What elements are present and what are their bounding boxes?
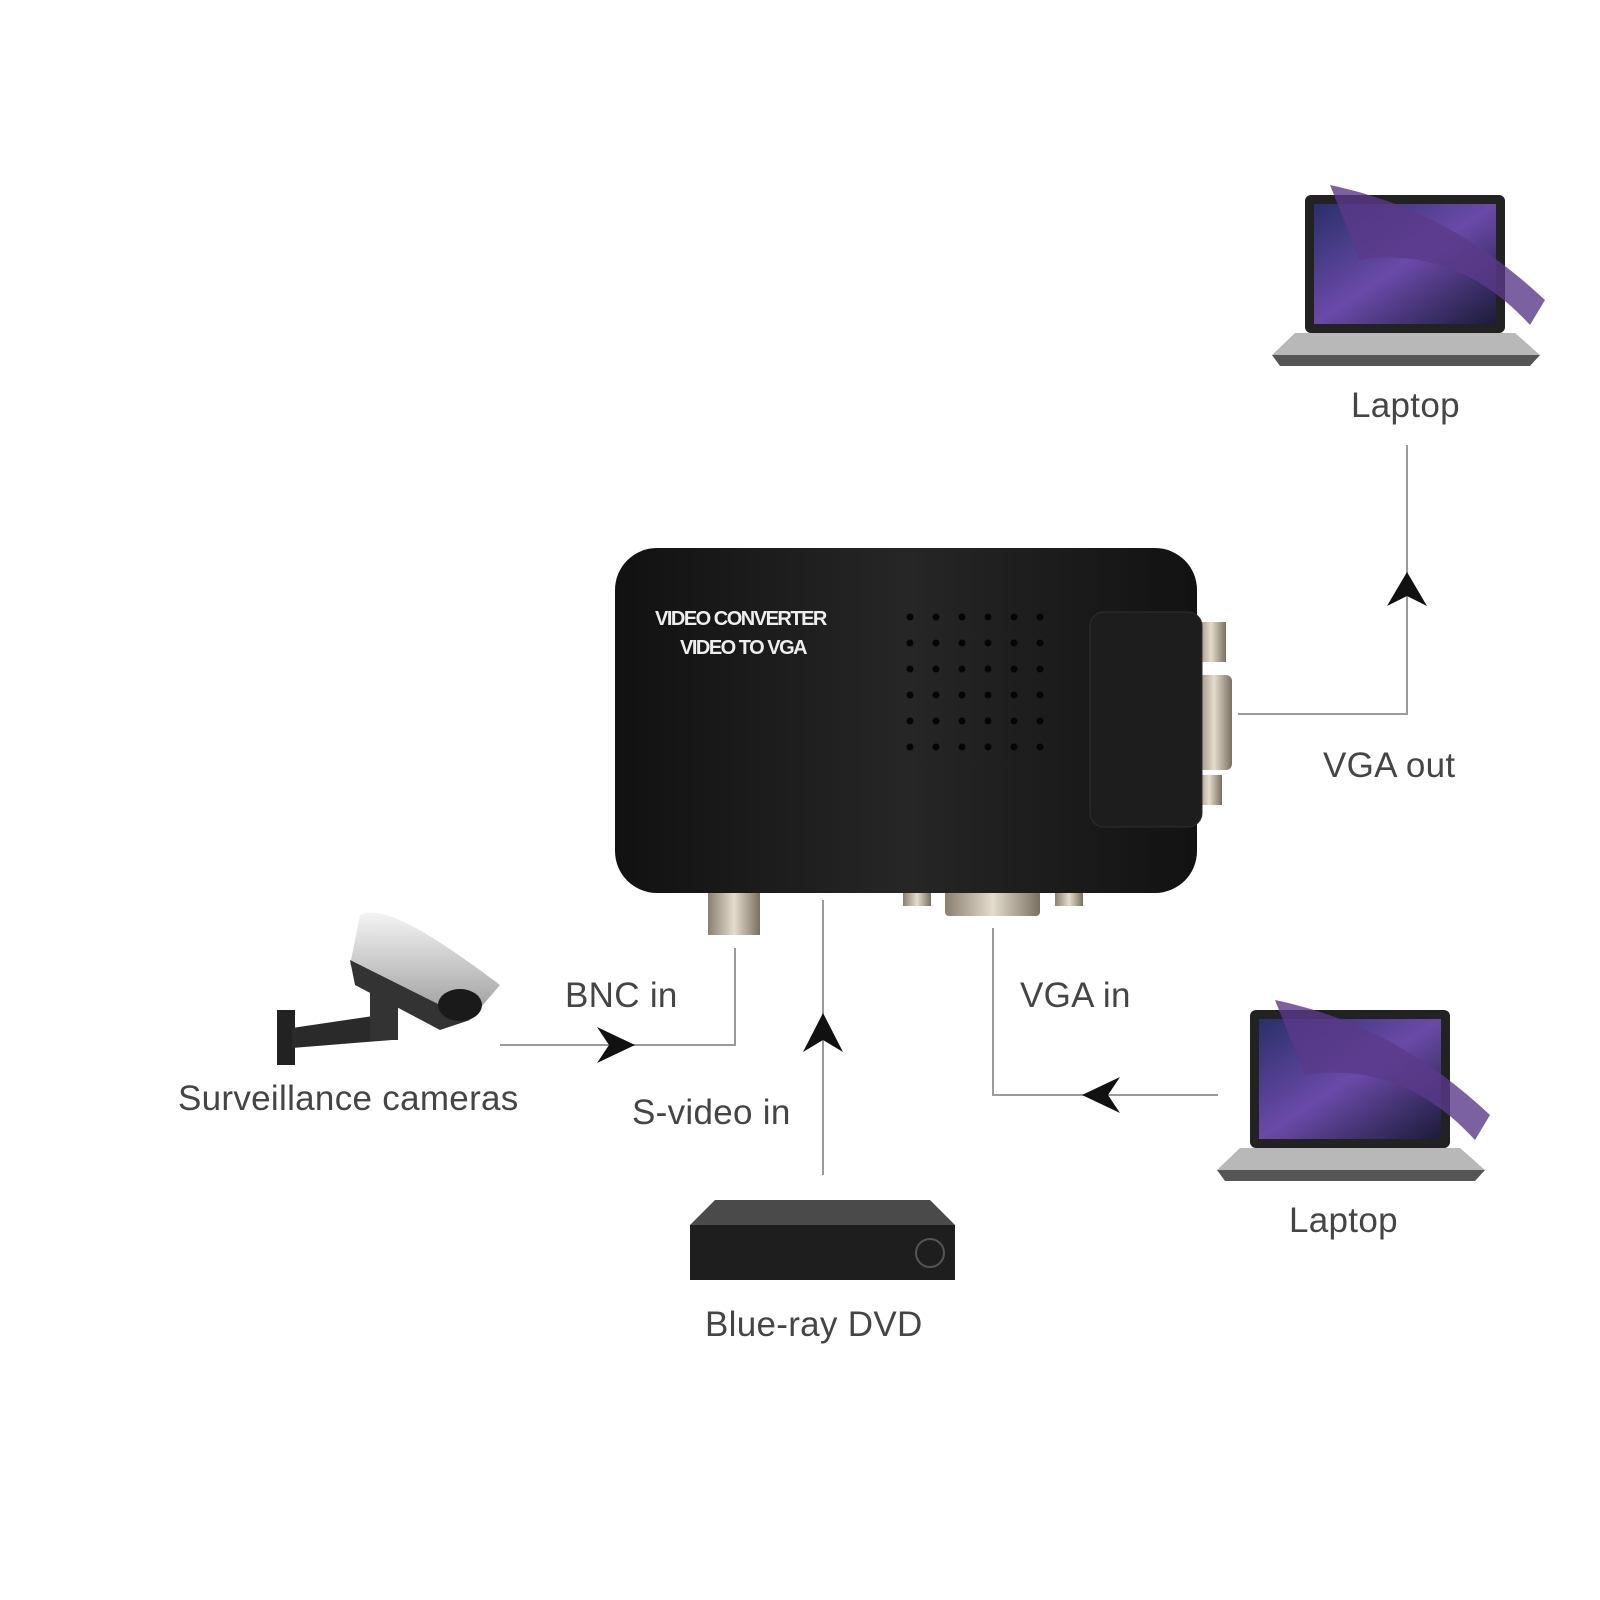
grille-hole [906,639,914,647]
grille-hole [984,665,992,673]
device-label-line2: VIDEO TO VGA [680,637,808,659]
grille-hole [958,743,966,751]
video-converter-device [615,548,1232,935]
grille-hole [906,691,914,699]
arrow-right-icon [597,1027,635,1063]
vga-in-label: VGA in [1020,976,1131,1015]
arrow-left-icon [1082,1077,1120,1113]
vga-in-line [992,928,1218,1096]
grille-hole [1010,665,1018,673]
grille-hole [984,717,992,725]
surveillance-cameras-label: Surveillance cameras [178,1079,519,1118]
laptop-bottom-label: Laptop [1289,1201,1398,1240]
arrow-up-icon [1387,572,1427,606]
grille-hole [932,743,940,751]
grille-hole [958,613,966,621]
grille-hole [1036,743,1044,751]
grille-hole [932,665,940,673]
grille-hole [906,717,914,725]
grille-hole [958,691,966,699]
blu-ray-dvd-image [690,1200,955,1280]
grille-hole [932,639,940,647]
vga-out-label: VGA out [1323,746,1456,785]
blu-ray-dvd-label: Blue-ray DVD [705,1305,923,1344]
grille-hole [906,743,914,751]
grille-hole [1036,665,1044,673]
grille-hole [906,613,914,621]
grille-hole [958,665,966,673]
grille-hole [1036,639,1044,647]
grille-hole [906,665,914,673]
s-video-in-label: S-video in [632,1093,791,1132]
grille-hole [932,717,940,725]
grille-hole [958,717,966,725]
grille-hole [1010,717,1018,725]
vga-out-line [1238,445,1408,715]
grille-hole [1010,639,1018,647]
laptop-top-image [1272,185,1545,366]
grille-hole [1036,717,1044,725]
speaker-grille [906,613,1044,751]
grille-hole [1010,743,1018,751]
bnc-in-line [500,948,736,1046]
grille-hole [932,691,940,699]
laptop-bottom-image [1217,1000,1490,1181]
grille-hole [958,639,966,647]
grille-hole [1036,691,1044,699]
grille-hole [984,743,992,751]
grille-hole [984,613,992,621]
grille-hole [984,639,992,647]
arrows [597,572,1427,1113]
laptop-top-label: Laptop [1351,386,1460,425]
grille-hole [984,691,992,699]
surveillance-camera-image [277,912,500,1065]
grille-hole [1010,613,1018,621]
device-label-line1: VIDEO CONVERTER [655,608,827,630]
grille-hole [932,613,940,621]
arrow-up-icon [803,1013,843,1052]
grille-hole [1036,613,1044,621]
bnc-in-label: BNC in [565,976,678,1015]
grille-hole [1010,691,1018,699]
